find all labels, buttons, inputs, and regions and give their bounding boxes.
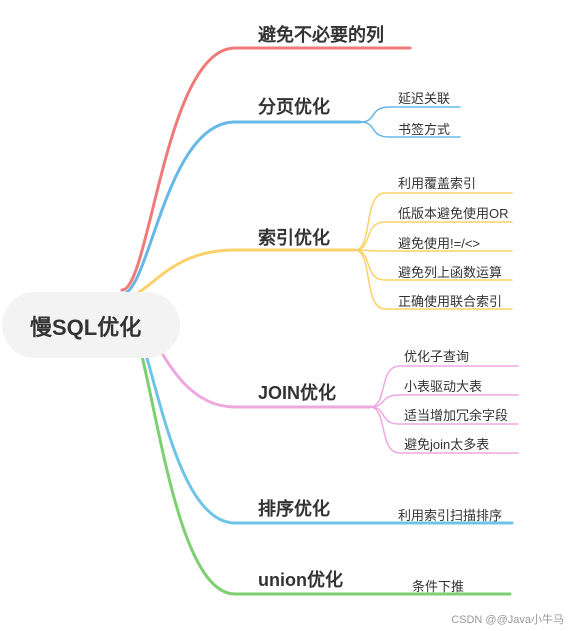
leaf-connector (354, 249, 513, 281)
leaf-label[interactable]: 优化子查询 (404, 349, 470, 364)
leaf-connector (359, 121, 461, 138)
leaf-label[interactable]: 避免列上函数运算 (398, 265, 503, 280)
watermark: CSDN @@Java小牛马 (451, 614, 564, 626)
branch-connector (120, 46, 412, 292)
leaf-label[interactable]: 正确使用联合索引 (398, 294, 503, 309)
leaf-connector (354, 221, 513, 251)
leaf-connector (369, 406, 519, 454)
leaf-label[interactable]: 小表驱动大表 (404, 379, 483, 394)
leaf-label[interactable]: 利用覆盖索引 (398, 176, 477, 191)
leaf-label[interactable]: 避免使用!=/<> (398, 236, 480, 251)
leaf-connector (359, 106, 461, 123)
root-node[interactable] (2, 292, 180, 358)
leaf-connector (354, 249, 513, 310)
leaf-label[interactable]: 利用索引扫描排序 (398, 508, 503, 523)
branch-connector (120, 248, 357, 300)
branch-label-sort[interactable]: 排序优化 (258, 499, 330, 519)
leaf-connector (354, 192, 513, 251)
branch-label-pagination[interactable]: 分页优化 (258, 97, 330, 117)
leaf-connector (354, 249, 513, 252)
branch-label-index[interactable]: 索引优化 (258, 228, 330, 248)
leaf-connector (369, 365, 519, 408)
leaf-connector (369, 394, 519, 408)
leaf-label[interactable]: 条件下推 (412, 579, 465, 594)
branch-label-select-columns[interactable]: 避免不必要的列 (258, 25, 384, 45)
leaf-label[interactable]: 书签方式 (398, 122, 451, 137)
root-label: 慢SQL优化 (30, 315, 142, 340)
leaf-label[interactable]: 延迟关联 (398, 91, 451, 106)
branch-connector (120, 120, 362, 296)
leaf-label[interactable]: 低版本避免使用OR (398, 206, 509, 221)
branch-label-join[interactable]: JOIN优化 (258, 383, 337, 403)
leaf-label[interactable]: 避免join太多表 (404, 437, 490, 452)
leaf-label[interactable]: 适当增加冗余字段 (404, 408, 509, 423)
branch-label-union[interactable]: union优化 (258, 570, 343, 590)
